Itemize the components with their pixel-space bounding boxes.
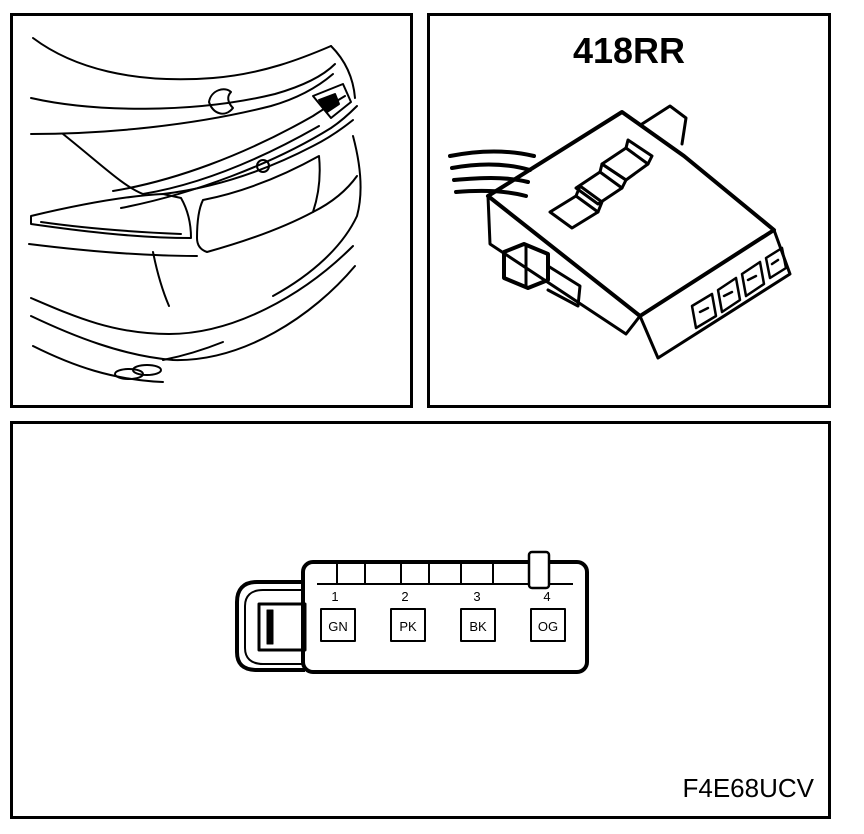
pinout-panel: 1 2 3 4 GN PK BK OG F4E68UCV: [10, 421, 831, 819]
wire-color-2: PK: [399, 619, 417, 634]
figure-code: F4E68UCV: [682, 773, 815, 803]
wire-color-1: GN: [328, 619, 348, 634]
car-rear-illustration: [28, 37, 362, 383]
wire-color-3: BK: [469, 619, 487, 634]
pin-number-2: 2: [401, 589, 408, 604]
pin-number-4: 4: [543, 589, 550, 604]
pin-number-1: 1: [331, 589, 338, 604]
wire-color-4: OG: [538, 619, 558, 634]
vehicle-location-panel: [10, 13, 413, 408]
connector-view-panel: 418RR: [427, 13, 831, 408]
connector-id-label: 418RR: [572, 30, 686, 71]
pin-number-3: 3: [473, 589, 480, 604]
pinout-face-diagram: 1 2 3 4 GN PK BK OG: [235, 550, 589, 674]
connector-3d-illustration: [448, 104, 792, 360]
